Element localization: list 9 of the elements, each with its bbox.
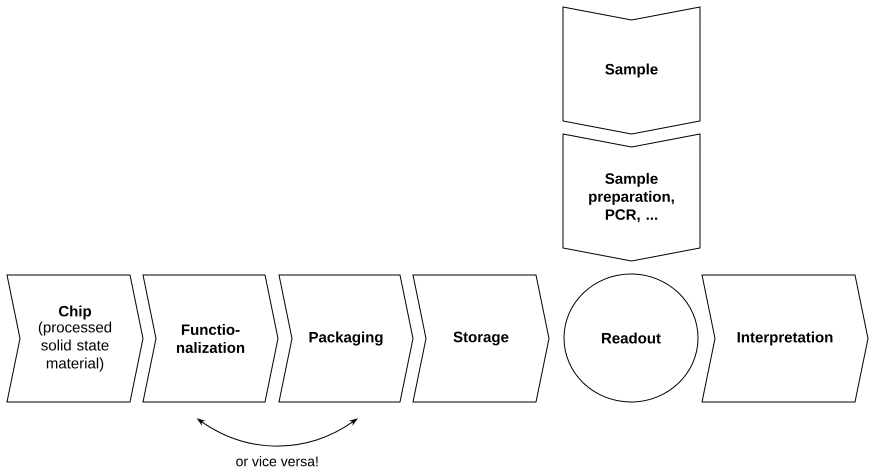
chevron-box: Sample: [562, 6, 700, 134]
edge-label: or vice versa!: [236, 456, 318, 466]
circle-node: Readout: [564, 274, 698, 402]
chevron-box: Functio- nalization: [142, 274, 279, 402]
chevron-box: Packaging: [278, 274, 414, 402]
chevron-box: Sample preparation, PCR, ...: [562, 133, 700, 262]
chevron-box: Chip (processed solid state material): [6, 274, 144, 402]
chevron-box: Storage: [412, 274, 550, 402]
chevron-box: Interpretation: [701, 274, 869, 402]
